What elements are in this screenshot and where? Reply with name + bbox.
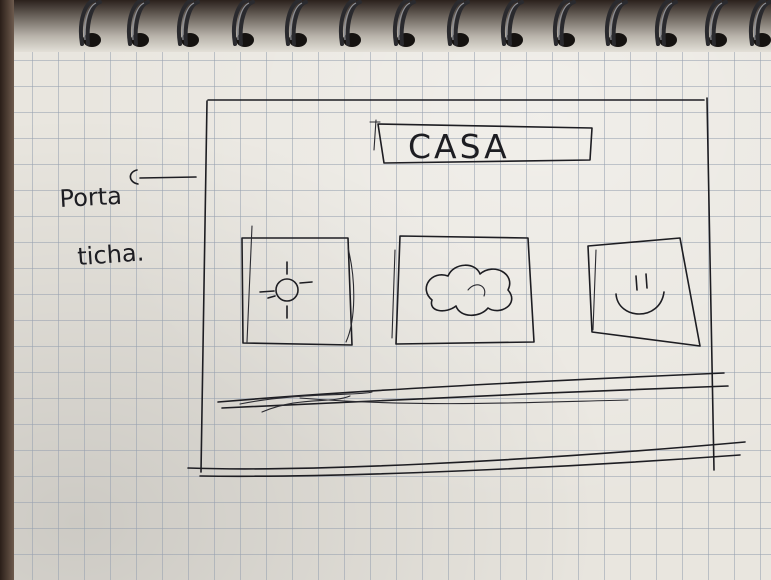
sun-icon bbox=[260, 262, 312, 318]
cloud-icon bbox=[426, 265, 511, 315]
card-cloud bbox=[392, 236, 534, 344]
back-arrow-icon bbox=[130, 170, 196, 184]
bottom-bar-lines bbox=[218, 373, 728, 412]
side-note-line1: Porta bbox=[59, 182, 123, 213]
title-box: CASA bbox=[370, 120, 592, 166]
title-box-text: CASA bbox=[408, 127, 510, 166]
side-note-line2: ticha. bbox=[76, 238, 145, 271]
card-smiley bbox=[588, 238, 700, 346]
smiley-icon bbox=[616, 274, 664, 314]
card-sun bbox=[242, 226, 354, 345]
